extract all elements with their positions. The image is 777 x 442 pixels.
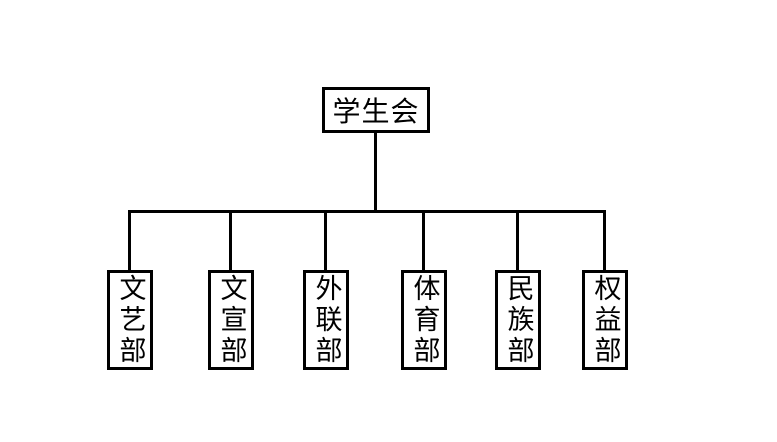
root-node-label: 学生会 <box>332 95 420 128</box>
dept-node-label: 文艺部 <box>114 273 146 367</box>
dept-node-external-relations: 外联部 <box>303 270 349 370</box>
connector-drop-1 <box>128 210 131 270</box>
dept-node-ethnic-affairs: 民族部 <box>495 270 541 370</box>
connector-horizontal-rail <box>128 210 606 213</box>
dept-node-label: 民族部 <box>502 273 534 367</box>
connector-drop-6 <box>603 210 606 270</box>
dept-node-label: 外联部 <box>310 273 342 367</box>
connector-drop-5 <box>516 210 519 270</box>
dept-node-label: 体育部 <box>408 273 440 367</box>
root-node-student-union: 学生会 <box>322 87 430 133</box>
dept-node-label: 权益部 <box>589 273 621 367</box>
dept-node-label: 文宣部 <box>215 273 247 367</box>
dept-node-publicity: 文宣部 <box>208 270 254 370</box>
connector-stem <box>374 133 377 211</box>
dept-node-sports: 体育部 <box>401 270 447 370</box>
connector-drop-4 <box>422 210 425 270</box>
connector-drop-2 <box>229 210 232 270</box>
dept-node-rights: 权益部 <box>582 270 628 370</box>
dept-node-arts: 文艺部 <box>107 270 153 370</box>
connector-drop-3 <box>324 210 327 270</box>
